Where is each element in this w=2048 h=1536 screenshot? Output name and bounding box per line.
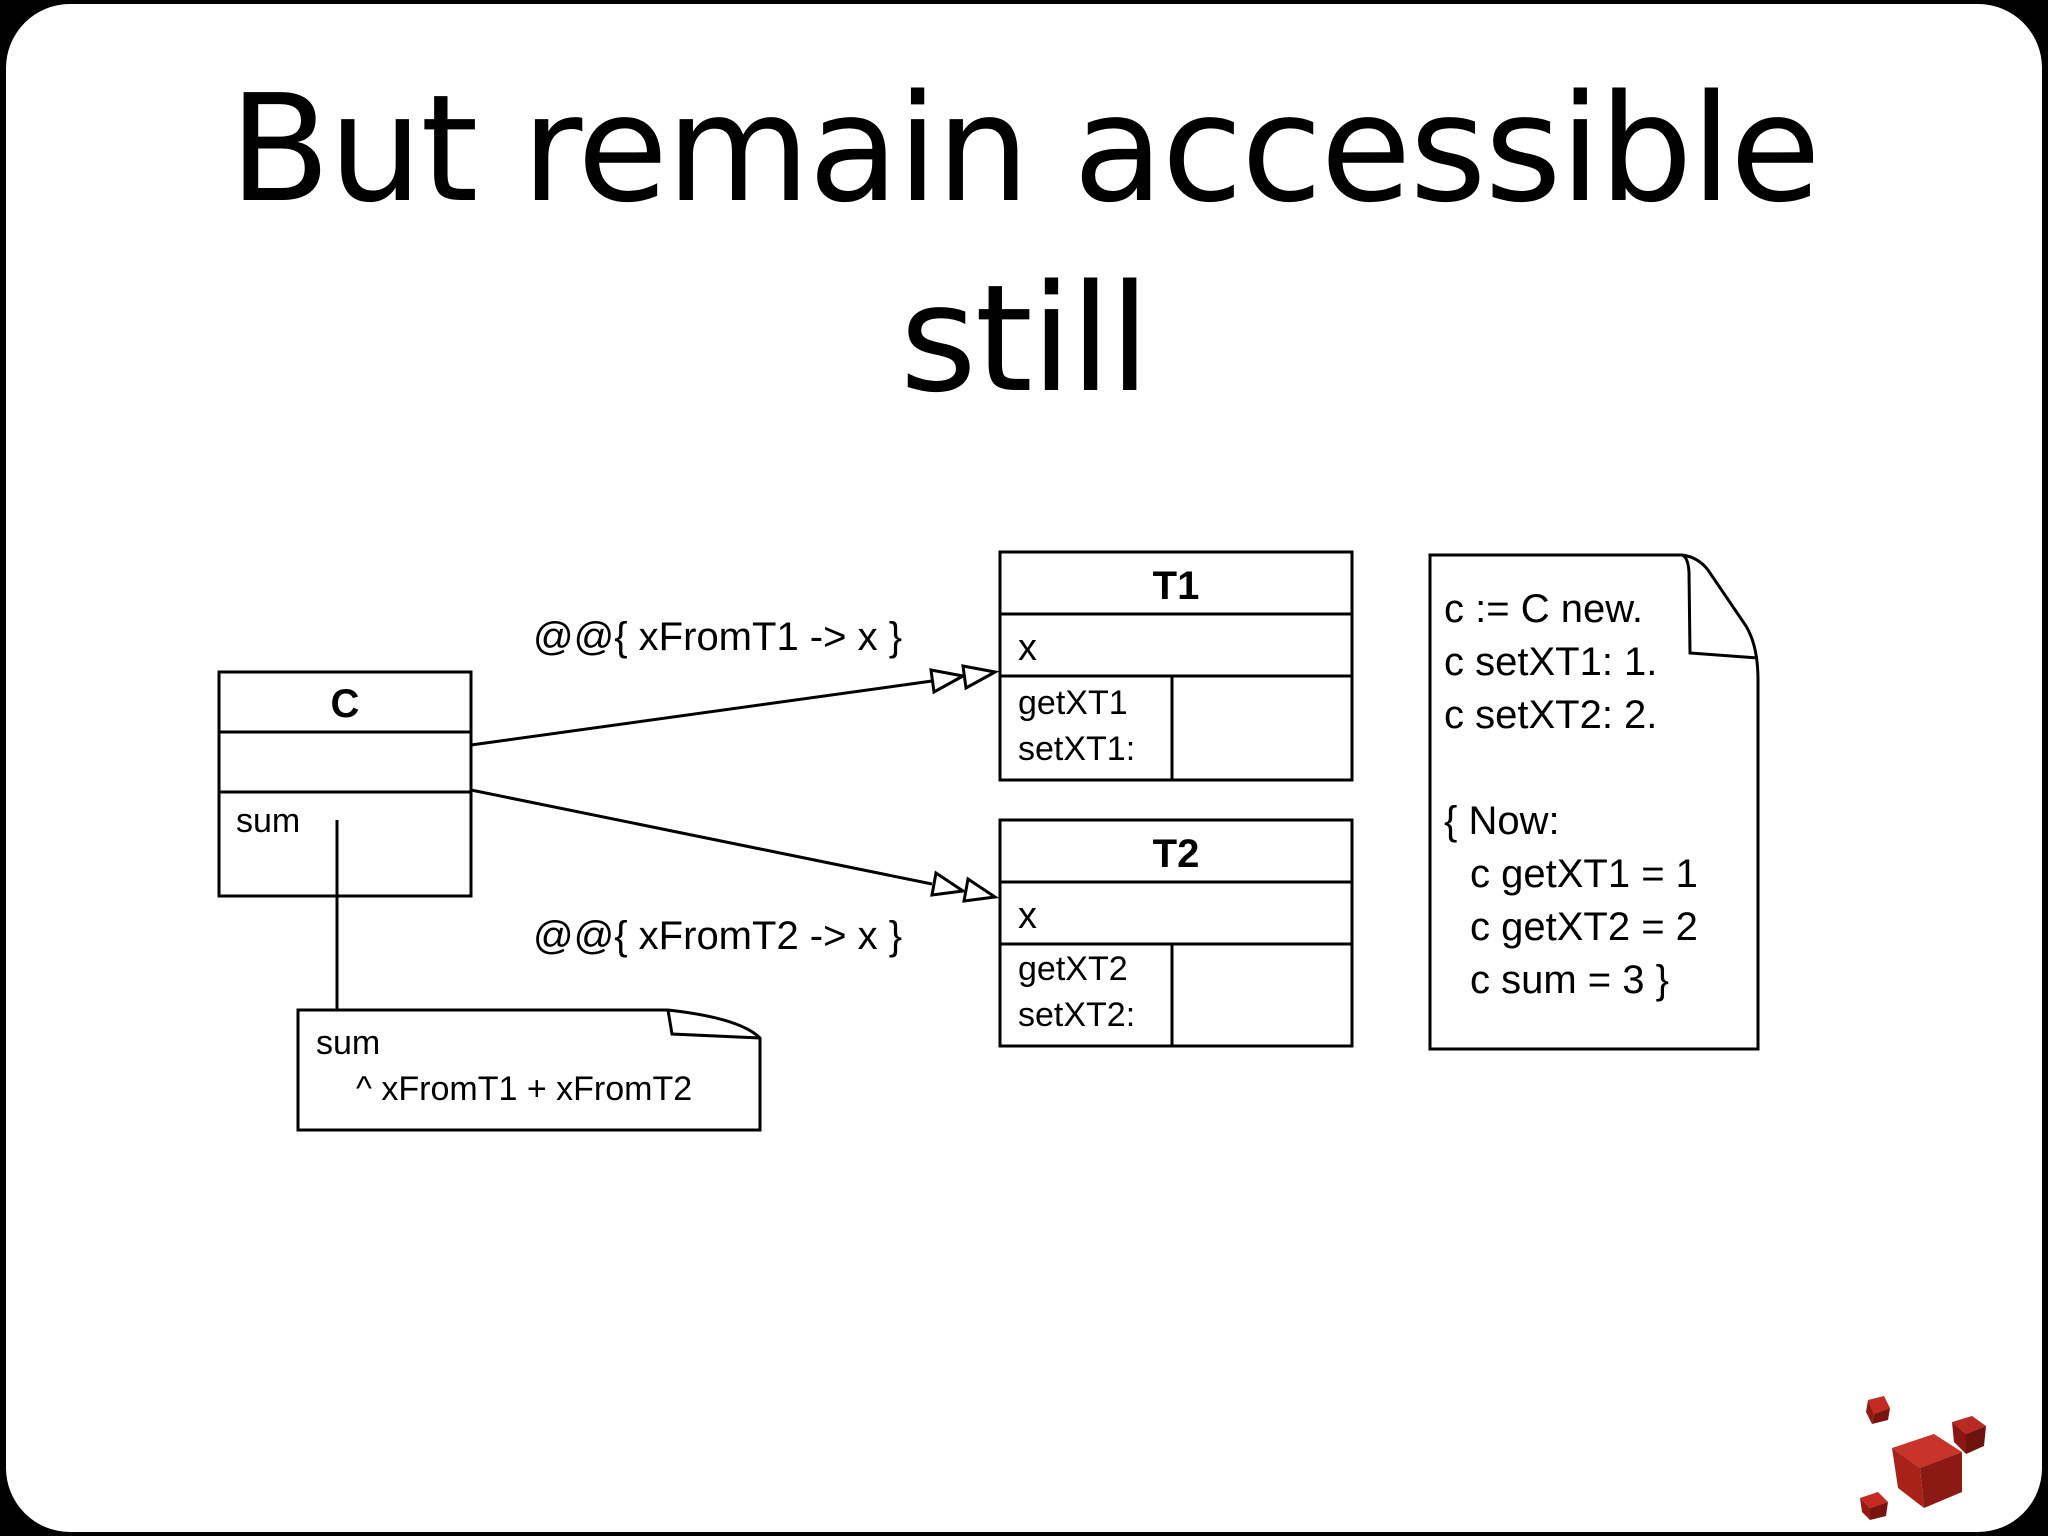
code-note-line-8: c sum = 3 } [1470,958,1669,1002]
arrowhead-t1-first [929,668,968,695]
class-t1-name-compartment [998,550,1354,616]
association-c-t2-line [470,788,933,886]
code-note-line-6: c getXT1 = 1 [1470,852,1698,896]
code-note-fold [1681,553,1759,660]
sum-note-body [296,1008,762,1132]
arrowhead-t2-second [962,876,1000,903]
class-t2: T2 x getXT2 setXT2: [998,818,1354,1048]
class-t1-method-setxt1: setXT1: [1018,730,1135,768]
slide-title-line-2: still [899,253,1151,425]
sum-note-line-1: sum [316,1024,380,1062]
class-t1-attribute-x: x [1018,627,1037,669]
red-cubes-logo-icon [1860,1396,1986,1520]
code-note: c := C new. c setXT1: 1. c setXT2: 2. { … [1428,553,1760,1051]
class-c-name: C [331,682,360,726]
class-t1-name: T1 [1153,564,1200,608]
class-t2-method-compartment [998,942,1354,1048]
class-t1: T1 x getXT1 setXT1: [998,550,1354,782]
code-note-line-1: c := C new. [1444,587,1643,631]
code-note-line-7: c getXT2 = 2 [1470,905,1698,949]
code-note-line-3: c setXT2: 2. [1444,693,1657,737]
class-t2-method-getxt2: getXT2 [1018,950,1128,988]
class-t1-attribute-compartment [998,612,1354,678]
association-c-t1-line [470,679,933,747]
uml-diagram: C sum T1 x getXT1 setXT1: T2 x getXT2 se… [217,550,1760,1132]
code-note-body [1428,553,1760,1051]
class-t1-method-compartment [998,674,1354,782]
slide: But remain accessible still C sum T1 x g… [6,4,2042,1532]
slide-title-line-1: But remain accessible [229,63,1821,235]
class-c-attribute-compartment [217,730,473,794]
class-t1-method-getxt1: getXT1 [1018,684,1128,722]
association-c-t2: @@{ xFromT2 -> x } [470,788,1000,958]
class-c: C sum [217,670,473,898]
class-t2-method-setxt2: setXT2: [1018,996,1135,1034]
association-c-t2-label: @@{ xFromT2 -> x } [533,914,902,958]
association-c-t1: @@{ xFromT1 -> x } [470,615,1000,747]
sum-note: sum ^ xFromT1 + xFromT2 [296,1008,762,1132]
sum-note-fold [666,1009,761,1040]
association-c-t1-label: @@{ xFromT1 -> x } [533,615,902,659]
class-t2-attribute-compartment [998,880,1354,946]
class-c-method-sum: sum [236,802,300,840]
sum-note-line-2: ^ xFromT1 + xFromT2 [356,1070,692,1108]
class-t2-name: T2 [1153,832,1200,876]
code-note-line-2: c setXT1: 1. [1444,640,1657,684]
class-c-method-compartment [217,790,473,898]
code-note-line-5: { Now: [1444,799,1560,843]
arrowhead-t2-first [930,870,968,897]
class-t2-name-compartment [998,818,1354,884]
class-t2-attribute-x: x [1018,895,1037,937]
arrowhead-t1-second [961,664,1000,691]
